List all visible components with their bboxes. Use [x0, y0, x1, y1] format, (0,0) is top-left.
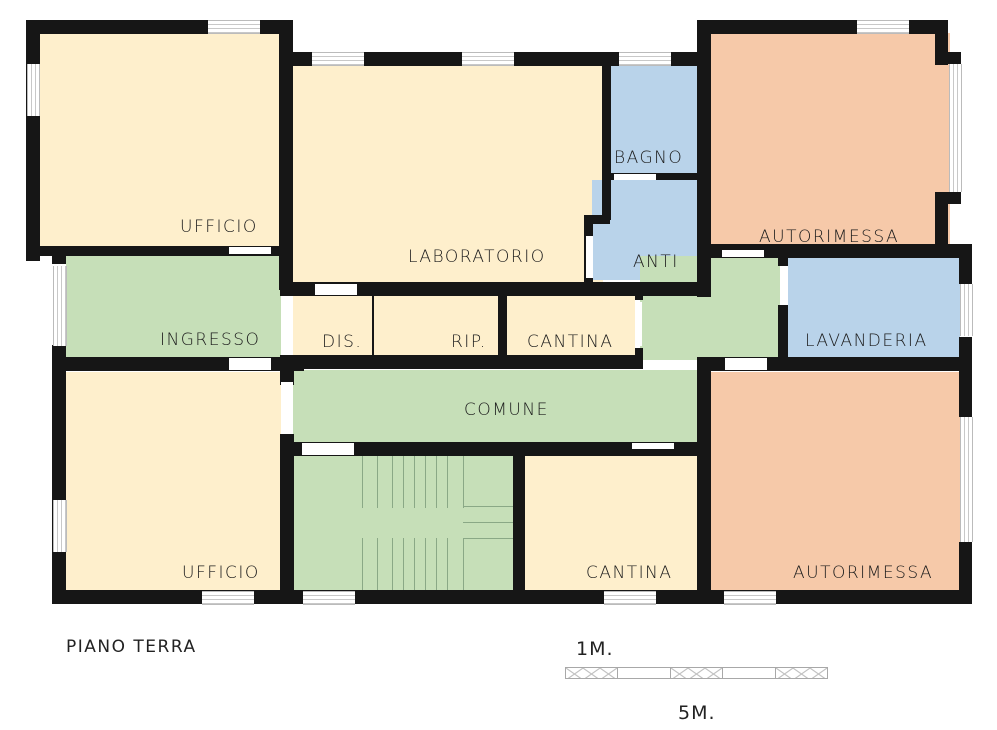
wall: [697, 20, 711, 297]
wall: [52, 254, 66, 264]
room-label-ingresso: INGRESSO: [160, 330, 261, 350]
door-opening: [302, 443, 354, 455]
room-label-laboratorio: LABORATORIO: [408, 247, 546, 267]
wall: [778, 256, 788, 266]
room-autorimessa-top: [710, 33, 950, 248]
window: [202, 591, 254, 605]
room-lavanderia: [788, 257, 960, 357]
wall: [498, 296, 507, 358]
room-label-lavanderia: LAVANDERIA: [805, 331, 928, 351]
window: [619, 52, 671, 66]
scale-segment: [566, 668, 619, 678]
door-opening: [281, 382, 293, 434]
door-opening: [229, 358, 271, 370]
room-autorimessa-bottom: [710, 372, 960, 590]
door-opening: [632, 443, 674, 449]
window: [857, 20, 909, 34]
wall: [52, 345, 66, 603]
room-cantina-top: [507, 295, 635, 357]
wall: [959, 244, 972, 284]
wall: [697, 244, 972, 258]
door-opening: [722, 250, 764, 257]
door-opening: [586, 236, 593, 278]
wall: [279, 20, 293, 290]
room-dis-rip: [293, 295, 498, 357]
window: [724, 591, 776, 605]
room-label-cantina-top: CANTINA: [527, 332, 614, 352]
window: [960, 284, 973, 336]
room-bagno: [610, 65, 698, 175]
room-label-autorimessa-bottom: AUTORIMESSA: [793, 563, 934, 583]
scale-segment: [723, 668, 776, 678]
room-label-comune: COMUNE: [464, 400, 549, 420]
wall: [778, 305, 788, 368]
door-opening: [315, 284, 357, 295]
window: [27, 64, 40, 116]
wall: [602, 60, 611, 220]
scale-segment: [618, 668, 671, 678]
room-ufficio-bottom: [66, 372, 281, 590]
wall: [372, 296, 374, 358]
room-label-ufficio-bottom: UFFICIO: [182, 563, 260, 583]
window: [462, 52, 514, 66]
door-opening: [614, 174, 656, 180]
wall: [52, 590, 972, 604]
wall: [513, 448, 525, 596]
window: [53, 266, 67, 346]
door-opening: [229, 247, 271, 254]
window: [312, 52, 364, 66]
room-label-dis: DIS.: [322, 332, 363, 352]
door-opening: [281, 300, 293, 355]
wall: [280, 282, 711, 296]
scale-total-label: 5M.: [678, 702, 716, 724]
wall: [935, 52, 961, 64]
wall: [635, 348, 643, 368]
door-opening: [780, 266, 787, 304]
wall: [935, 192, 948, 252]
wall: [697, 357, 711, 604]
window: [303, 591, 355, 605]
room-label-anti: ANTI: [633, 252, 679, 272]
room-label-ufficio-top: UFFICIO: [180, 217, 258, 237]
door-opening: [725, 358, 767, 370]
window: [208, 20, 260, 34]
scale-segment: [670, 668, 724, 678]
scale-bar-graphic: [565, 667, 828, 679]
room-label-bagno: BAGNO: [614, 148, 684, 168]
wall: [959, 542, 972, 604]
room-laboratorio-notch: [293, 215, 583, 285]
scale-unit-label: 1M.: [576, 638, 614, 660]
wall: [280, 355, 643, 369]
room-ufficio-top: [40, 33, 280, 247]
wall: [280, 434, 294, 604]
room-label-cantina-bottom: CANTINA: [586, 563, 673, 583]
wall: [26, 246, 293, 256]
wall: [959, 357, 972, 417]
room-cantina-bottom: [525, 448, 698, 590]
window: [949, 64, 962, 192]
door-opening: [636, 302, 642, 346]
wall: [280, 442, 698, 456]
room-comune: [293, 370, 698, 442]
room-label-autorimessa-top: AUTORIMESSA: [759, 227, 900, 247]
wall: [584, 215, 610, 224]
plan-title: PIANO TERRA: [66, 637, 197, 657]
wall: [635, 290, 643, 300]
scale-segment: [775, 668, 828, 678]
window: [960, 417, 973, 542]
window: [53, 500, 67, 552]
room-ingresso: [66, 254, 281, 358]
window: [604, 591, 656, 605]
wall: [26, 20, 40, 261]
room-label-rip: RIP.: [451, 332, 487, 352]
wall: [697, 20, 948, 34]
